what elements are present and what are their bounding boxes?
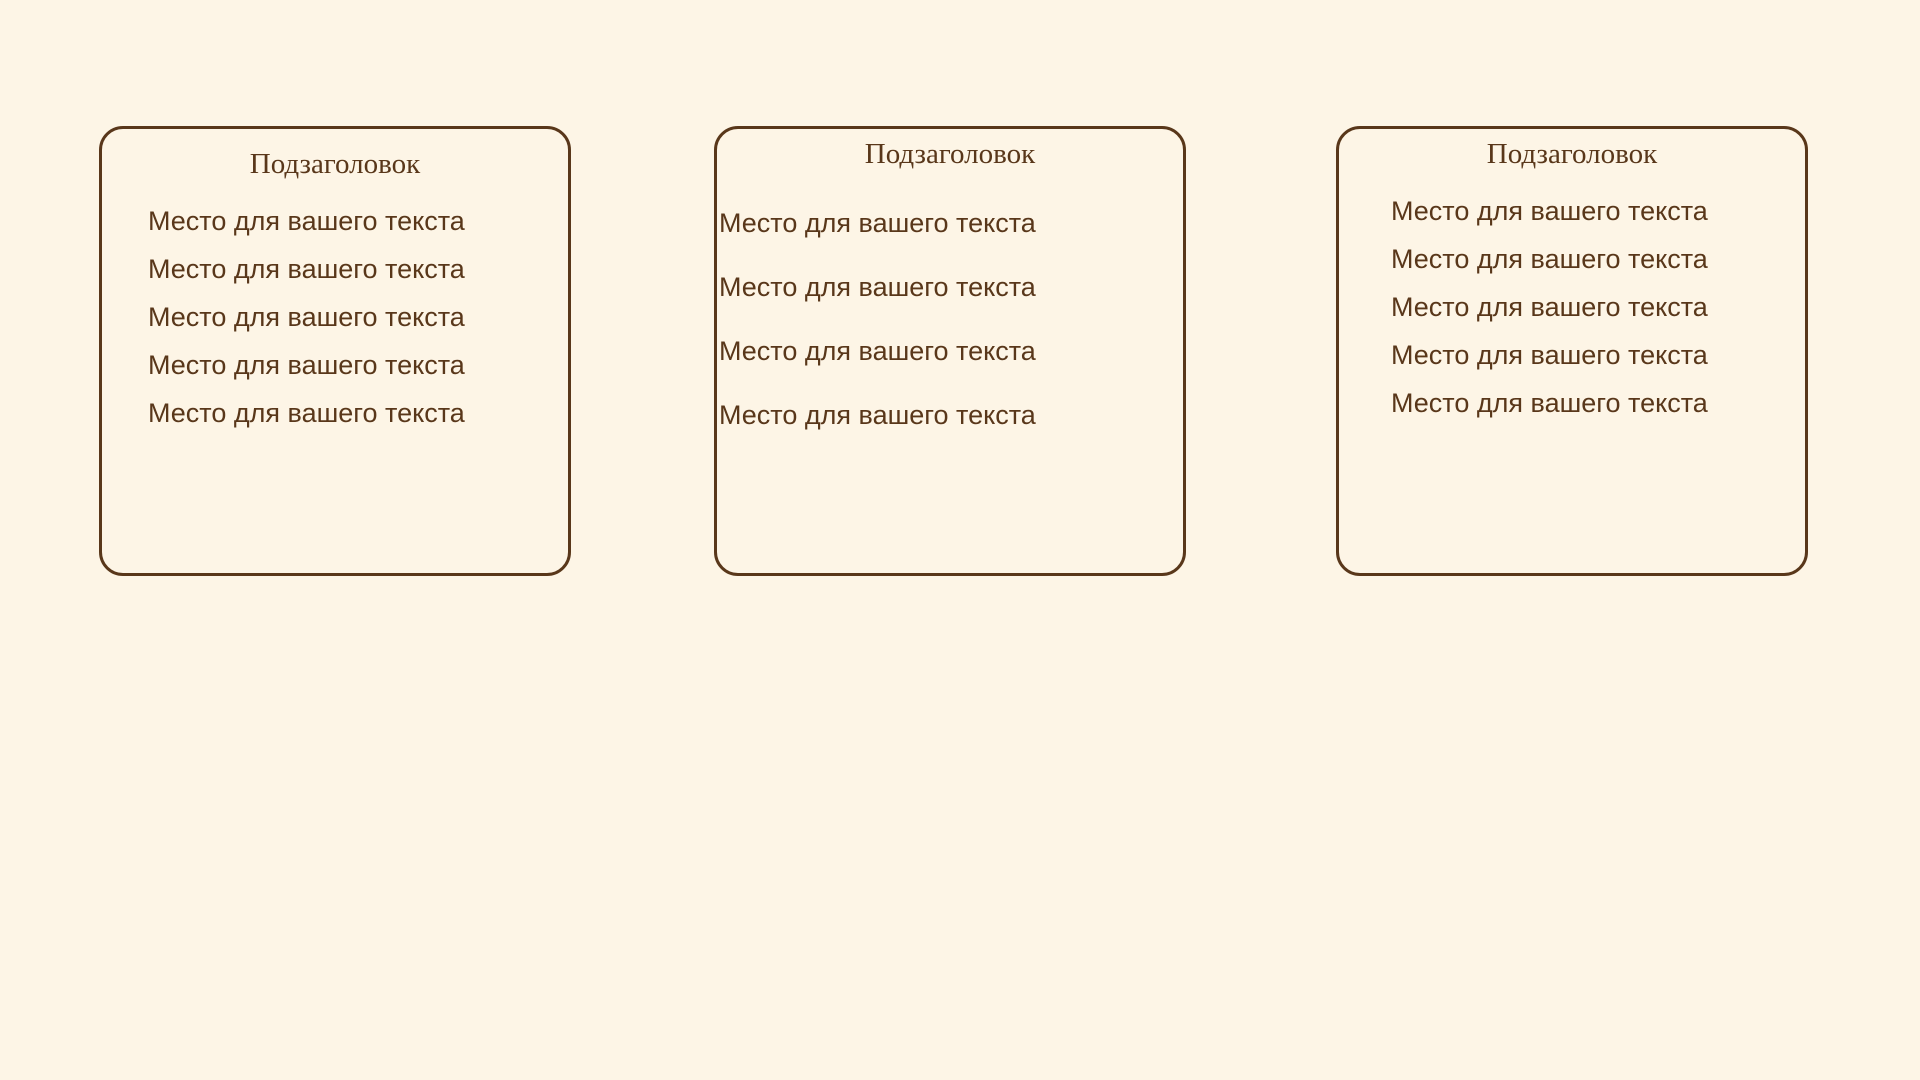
content-card-3[interactable]: Подзаголовок Место для вашего текста Мес… [1336,126,1808,576]
card-1-text-block: Место для вашего текста Место для вашего… [148,197,548,437]
card-1-line-2: Место для вашего текста [148,254,465,284]
card-3-title: Подзаголовок [1486,138,1658,170]
card-2-text-block: Место для вашего текста Место для вашего… [719,191,1139,447]
content-card-2[interactable]: Подзаголовок Место для вашего текста Мес… [714,126,1186,576]
card-2-line-2: Место для вашего текста [719,272,1036,302]
card-2-line-4: Место для вашего текста [719,400,1036,430]
card-2-title: Подзаголовок [864,138,1036,170]
card-2-line-3: Место для вашего текста [719,336,1036,366]
card-3-line-5: Место для вашего текста [1391,388,1708,418]
card-3-line-3: Место для вашего текста [1391,292,1708,322]
card-3-line-4: Место для вашего текста [1391,340,1708,370]
card-1-line-4: Место для вашего текста [148,350,465,380]
card-1-line-3: Место для вашего текста [148,302,465,332]
card-1-line-5: Место для вашего текста [148,398,465,428]
card-1-title: Подзаголовок [249,148,421,180]
content-card-1[interactable]: Подзаголовок Место для вашего текста Мес… [99,126,571,576]
card-3-line-2: Место для вашего текста [1391,244,1708,274]
card-1-line-1: Место для вашего текста [148,206,465,236]
card-2-line-1: Место для вашего текста [719,208,1036,238]
card-3-text-block: Место для вашего текста Место для вашего… [1391,187,1791,427]
card-3-line-1: Место для вашего текста [1391,196,1708,226]
